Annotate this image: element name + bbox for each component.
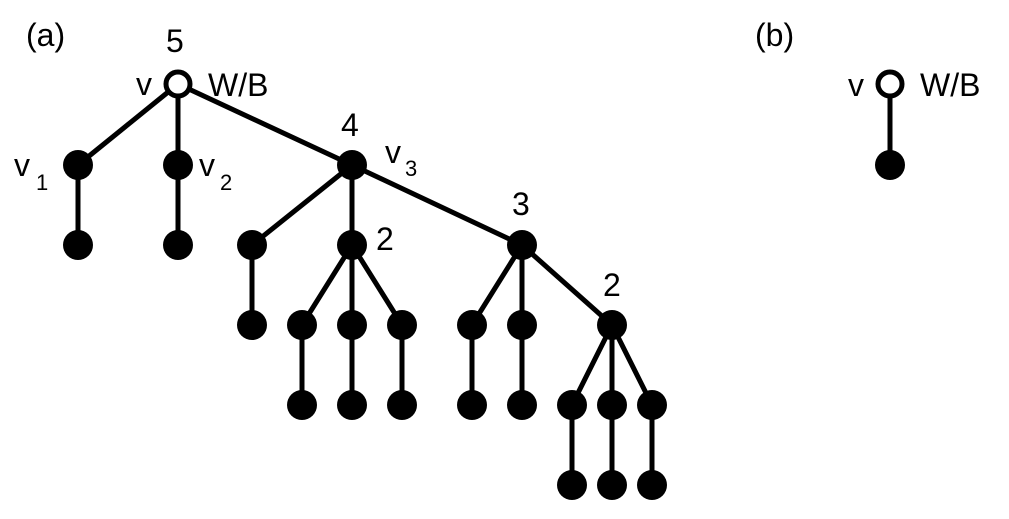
- root-a-color-label: W/B: [208, 67, 268, 103]
- edge-a_v3-a_r: [349, 162, 525, 248]
- node-a_r: [507, 230, 537, 260]
- node-a_r2c: [507, 390, 537, 420]
- panel-a-label: (a): [26, 17, 65, 53]
- node-a_v1: [63, 150, 93, 180]
- nodes-layer: [63, 69, 905, 500]
- node-v3-number: 4: [341, 107, 359, 143]
- panel-b-label: (b): [755, 17, 794, 53]
- node-a_v2c: [163, 230, 193, 260]
- node-b_c: [875, 150, 905, 180]
- node-a_m2c: [337, 390, 367, 420]
- v3-label-letter: v: [385, 134, 401, 170]
- root-node-a_root: [163, 69, 193, 99]
- root-node-b_root: [875, 69, 905, 99]
- root-b-name: v: [848, 67, 864, 103]
- node-a_lc: [237, 310, 267, 340]
- node-a_m2: [337, 310, 367, 340]
- node-a_v1c: [63, 230, 93, 260]
- node-a_v2: [163, 150, 193, 180]
- edge-a_root-a_v1: [75, 81, 181, 168]
- v1-label-subscript: 1: [36, 170, 48, 195]
- root-b-color-label: W/B: [920, 67, 980, 103]
- node-a_d3c: [637, 470, 667, 500]
- node-a_d2: [597, 390, 627, 420]
- edge-a_r-a_r1: [469, 242, 525, 328]
- node-a_l: [237, 230, 267, 260]
- edge-a_m-a_m1: [299, 242, 355, 328]
- edge-a_r-a_d: [519, 242, 615, 328]
- node-a_v3: [337, 150, 367, 180]
- node-a_d: [597, 310, 627, 340]
- node-a_m1: [287, 310, 317, 340]
- root-a-number: 5: [166, 23, 184, 59]
- node-a_d1: [557, 390, 587, 420]
- edge-a_root-a_v3: [175, 81, 355, 168]
- node-a_r1: [457, 310, 487, 340]
- node-a_m3: [387, 310, 417, 340]
- node-a_r1c: [457, 390, 487, 420]
- edges-layer: [75, 81, 893, 488]
- node-a-deep-number: 2: [603, 267, 621, 303]
- v2-label-letter: v: [199, 147, 215, 183]
- node-a_m: [337, 230, 367, 260]
- node-a_d1c: [557, 470, 587, 500]
- node-a_d2c: [597, 470, 627, 500]
- v1-label-letter: v: [14, 147, 30, 183]
- v3-label-subscript: 3: [405, 156, 417, 181]
- edge-a_m-a_m3: [349, 242, 405, 328]
- edge-a_v3-a_l: [249, 162, 355, 248]
- root-a-name: v: [136, 66, 152, 102]
- v2-label-subscript: 2: [220, 170, 232, 195]
- node-a_d3: [637, 390, 667, 420]
- node-a_m1c: [287, 390, 317, 420]
- node-a_m3c: [387, 390, 417, 420]
- node-a-mid-number: 2: [376, 221, 394, 257]
- node-a_r2: [507, 310, 537, 340]
- node-a-right-number: 3: [512, 186, 530, 222]
